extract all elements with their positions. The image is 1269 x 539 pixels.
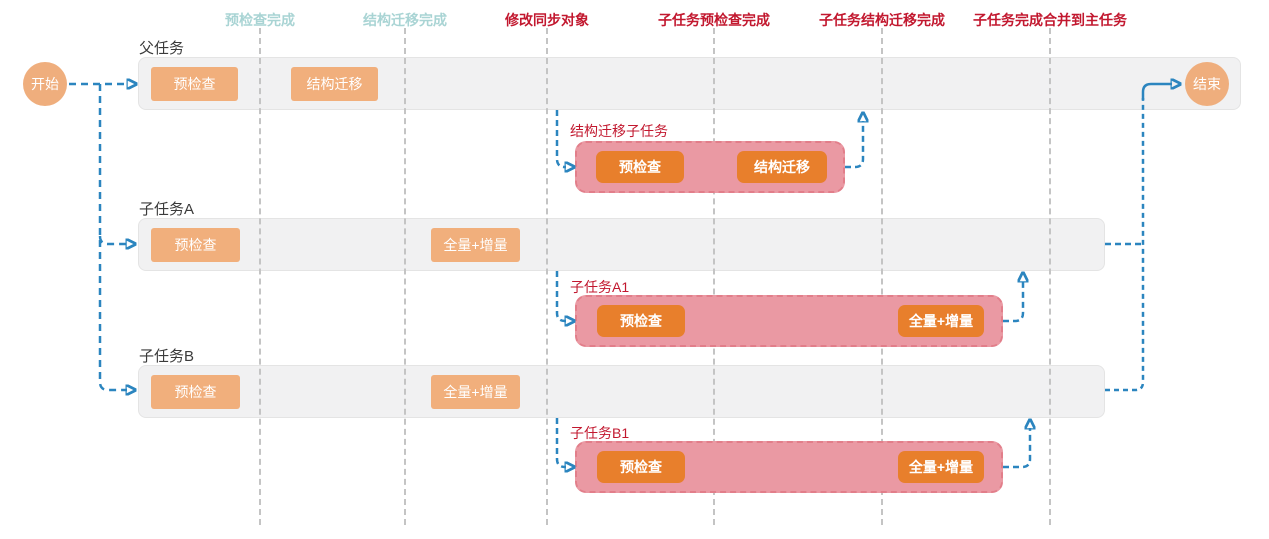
line-subtask-b-to-collector [1105,98,1145,392]
arrow-a1-to-subtask-a [1003,281,1023,323]
arrow-subtask-a-to-a1 [555,271,566,321]
milestone-subtask-precheck-done: 子任务预检查完成 [658,12,770,28]
milestone-modify-sync-objects: 修改同步对象 [505,12,589,28]
arrow-parent-to-schema-subtask [555,110,566,167]
arrow-subtask-b-to-b1 [555,418,566,467]
step-full-incremental: 全量+增量 [898,305,984,337]
gridline-subtask-merged [1049,28,1051,525]
step-full-incremental: 全量+增量 [898,451,984,483]
milestone-subtask-merged: 子任务完成合并到主任务 [973,12,1127,28]
arrow-b1-to-subtask-b [1003,428,1030,469]
step-full-incremental: 全量+增量 [431,228,520,262]
subtask-label-b1: 子任务B1 [570,425,630,441]
milestone-precheck-done: 预检查完成 [225,12,295,28]
gridline-modify-sync-objects [546,28,548,525]
lane-subtask-b [138,365,1105,418]
step-precheck: 预检查 [151,228,240,262]
lane-label-parent-task: 父任务 [139,40,185,57]
step-schema-migration: 结构迁移 [737,151,827,183]
step-precheck: 预检查 [596,151,684,183]
gridline-subtask-schema-migration-done [881,28,883,525]
step-precheck: 预检查 [597,305,685,337]
lane-label-subtask-b: 子任务B [139,348,195,365]
end-node: 结束 [1185,62,1229,106]
subtask-label-schema-migration: 结构迁移子任务 [570,123,668,139]
lane-label-subtask-a: 子任务A [139,201,195,218]
step-precheck: 预检查 [597,451,685,483]
step-full-incremental: 全量+增量 [431,375,520,409]
arrow-schema-subtask-to-parent [845,121,863,169]
step-precheck: 预检查 [151,67,238,101]
milestone-schema-migration-done: 结构迁移完成 [363,12,447,28]
lane-subtask-a [138,218,1105,271]
gridline-precheck-done [259,28,261,525]
step-schema-migration: 结构迁移 [291,67,378,101]
arrow-start-to-subtask-b [98,84,127,390]
milestone-subtask-schema-migration-done: 子任务结构迁移完成 [819,12,945,28]
gridline-schema-migration-done [404,28,406,525]
arrow-start-to-subtask-a [98,235,127,244]
step-precheck: 预检查 [151,375,240,409]
start-node: 开始 [23,62,67,106]
subtask-label-a1: 子任务A1 [570,279,630,295]
gridline-subtask-precheck-done [713,28,715,525]
